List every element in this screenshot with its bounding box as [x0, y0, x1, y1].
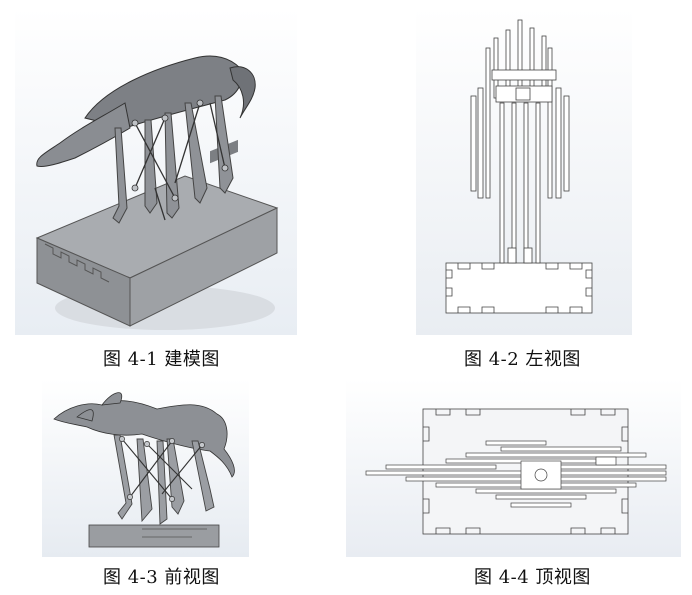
- left-view-drawing: [416, 8, 632, 335]
- top-view-drawing: [346, 379, 681, 557]
- figure-4-2-left-view: [416, 8, 632, 335]
- figure-4-1-model-view: [15, 8, 297, 335]
- figure-4-4-top-view: [346, 379, 681, 557]
- front-view-drawing: [42, 379, 249, 557]
- figure-4-4-caption: 图 4-4 顶视图: [474, 567, 591, 588]
- figure-4-2-caption: 图 4-2 左视图: [464, 349, 581, 370]
- figure-4-3-caption: 图 4-3 前视图: [103, 567, 220, 588]
- figure-4-3-front-view: [42, 379, 249, 557]
- figure-4-1-caption: 图 4-1 建模图: [103, 349, 220, 370]
- isometric-model-image: [15, 8, 297, 335]
